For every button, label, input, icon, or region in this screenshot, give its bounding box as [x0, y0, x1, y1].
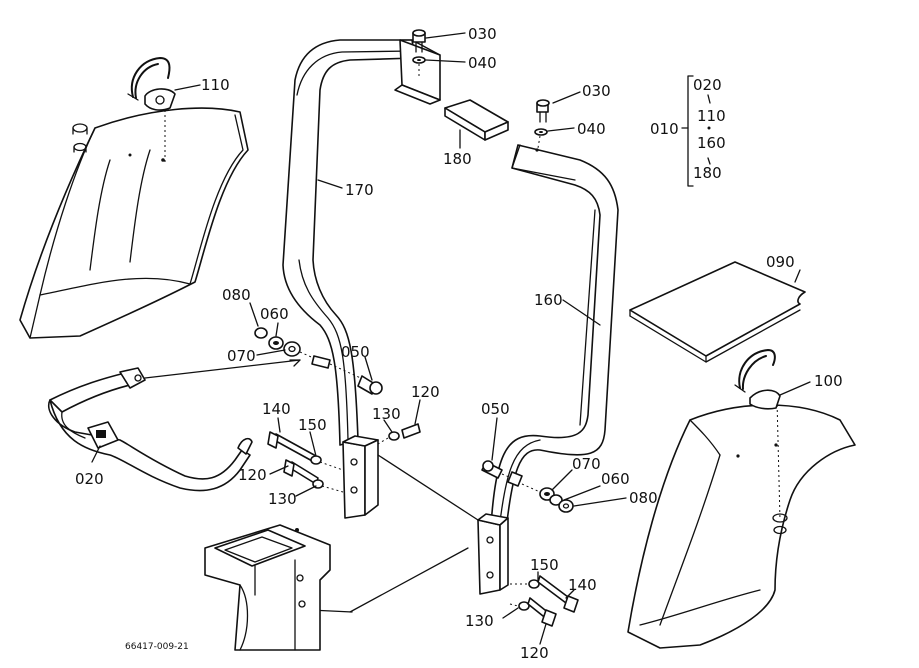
left-fender-bolts: [72, 123, 88, 153]
assembly-member-4: 180: [693, 164, 722, 182]
label-120-right: 120: [520, 644, 549, 662]
label-050-right: 050: [481, 400, 510, 418]
label-030-right: 030: [582, 82, 611, 100]
rops-frame-170: [282, 39, 441, 446]
label-120-left-lower: 120: [238, 466, 267, 484]
bolts-right-lower: [509, 575, 579, 627]
label-130-left-lower: 130: [268, 490, 297, 508]
washer-stack-left: [254, 327, 319, 361]
label-130-left-upper: 130: [372, 405, 401, 423]
assembly-member-3: 160: [697, 134, 726, 152]
label-070-left: 070: [227, 347, 256, 365]
assembly-guide-lines: [309, 454, 479, 613]
bolt-030-left: [412, 29, 426, 78]
assembly-member-2: 110: [697, 107, 726, 125]
callout-labels: 030 040 030 040 110 180 170 090 160 100 …: [75, 25, 843, 662]
label-040-right: 040: [577, 120, 606, 138]
bolt-050-right: [481, 460, 523, 487]
label-100: 100: [814, 372, 843, 390]
label-150-right: 150: [530, 556, 559, 574]
operator-manual-090: [629, 261, 806, 363]
assembly-parent-label: 010: [650, 120, 679, 138]
right-fender: [627, 399, 856, 649]
leader-lines: [91, 32, 811, 645]
rops-left-mount-bracket: [342, 435, 379, 519]
label-030-left: 030: [468, 25, 497, 43]
label-040-left: 040: [468, 54, 497, 72]
grab-handle-110: [127, 57, 176, 111]
rops-mount-housing: [204, 524, 331, 651]
label-110: 110: [201, 76, 230, 94]
label-060-right: 060: [601, 470, 630, 488]
left-fender: [19, 105, 249, 339]
grab-handle-100: [734, 349, 781, 410]
rops-frame-160: [489, 144, 619, 541]
label-090: 090: [766, 253, 795, 271]
seat-belt-020: [48, 359, 301, 492]
label-020: 020: [75, 470, 104, 488]
label-080-right: 080: [629, 489, 658, 507]
bolts-left-lower: [267, 423, 421, 493]
label-180: 180: [443, 150, 472, 168]
label-150-left: 150: [298, 416, 327, 434]
figure-code: 66417-009-21: [125, 642, 189, 652]
label-060-left: 060: [260, 305, 289, 323]
bolt-030-right: [534, 99, 550, 149]
label-140-right: 140: [568, 576, 597, 594]
label-160: 160: [534, 291, 563, 309]
label-170: 170: [345, 181, 374, 199]
assembly-bracket: [681, 75, 711, 187]
label-050-left: 050: [341, 343, 370, 361]
assembly-member-1: 020: [693, 76, 722, 94]
label-140-left: 140: [262, 400, 291, 418]
washer-stack-right: [521, 483, 574, 513]
rops-right-mount-bracket: [477, 513, 509, 595]
label-070-right: 070: [572, 455, 601, 473]
connector-sleeve-180: [444, 99, 509, 141]
label-080-left: 080: [222, 286, 251, 304]
bolt-050-left: [311, 355, 383, 395]
label-120-left-upper: 120: [411, 383, 440, 401]
label-130-right: 130: [465, 612, 494, 630]
